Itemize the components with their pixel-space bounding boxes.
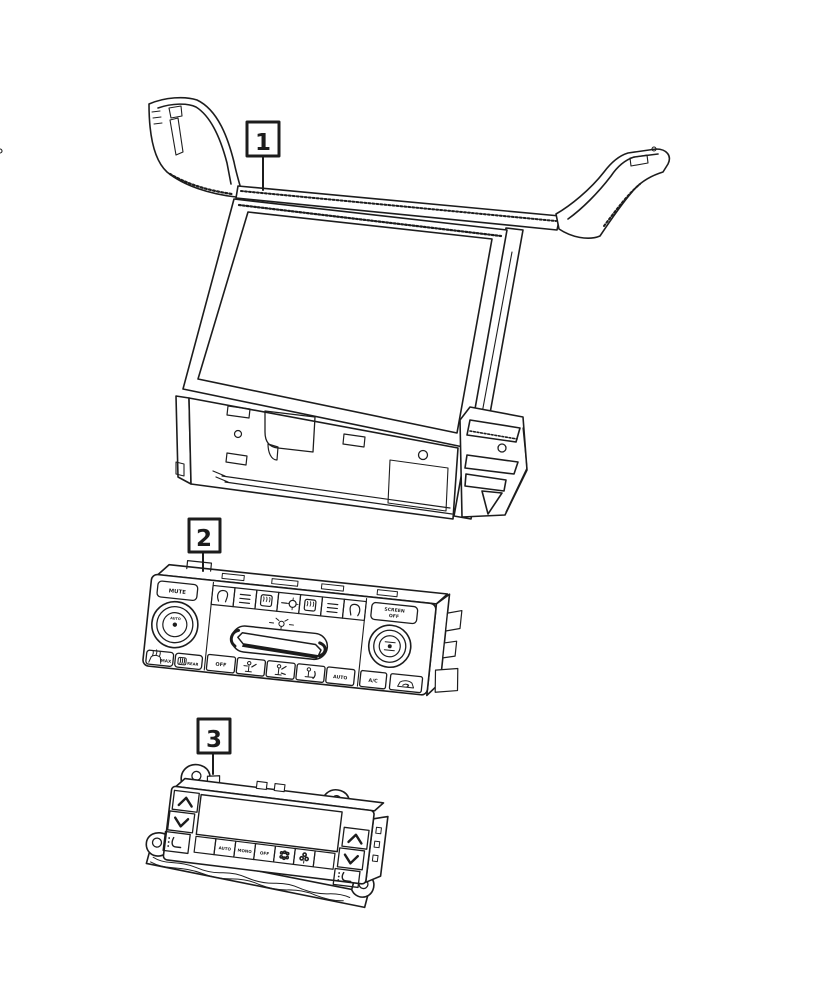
callout-1-number: 1 [255, 130, 271, 156]
seat-heat-icon [337, 872, 351, 882]
part-2-climate-control: MUTE AUTO MAX REAR [142, 557, 468, 698]
top-rail [236, 186, 560, 230]
defrost-grid-icon [280, 851, 289, 860]
fan-flower-icon [300, 853, 309, 864]
unit3-off-label: OFF [260, 850, 270, 856]
volume-knob: AUTO [150, 599, 201, 650]
right-mounting-hook-bracket [0, 147, 669, 238]
vent-panel-button [236, 657, 266, 676]
fan-icon [269, 618, 294, 630]
screw-hole [235, 431, 242, 438]
ac-button [359, 670, 387, 689]
ac-label: A/C [368, 678, 378, 685]
rear-defrost-icon [178, 657, 187, 665]
seat-heat-left-icon [217, 590, 228, 602]
level-bars-icon [327, 604, 338, 613]
seat-heat-right-icon [349, 604, 360, 616]
left-seat-heat-button [163, 832, 190, 854]
screen-off-label-1: SCREEN [384, 607, 405, 615]
knob-auto-label: AUTO [170, 616, 181, 621]
up-arrow-icon [179, 797, 193, 807]
callout-3-number: 3 [206, 727, 222, 753]
callout-1-box [247, 122, 279, 156]
mute-button [157, 581, 198, 601]
callout-3: 3 [198, 719, 230, 774]
vent-bilevel-icon [275, 664, 286, 675]
left-down-button [168, 811, 195, 833]
callout-2-number: 2 [196, 526, 212, 552]
rear-connectors [427, 593, 468, 699]
off-label: OFF [215, 662, 227, 669]
callout-2: 2 [189, 519, 220, 571]
screen-off-button [370, 602, 418, 624]
vent-floor-icon [305, 667, 316, 678]
rear-defrost-button [174, 653, 202, 670]
center-vent-display [230, 614, 330, 661]
level-bars-icon [240, 594, 251, 603]
vent-panel-icon [243, 661, 256, 672]
vent-bilevel-button [266, 661, 296, 680]
auto-label: AUTO [333, 674, 348, 681]
mute-label: MUTE [168, 588, 186, 596]
rear-label: REAR [187, 661, 199, 667]
seat-heat-icon [167, 837, 182, 848]
defrost-max-icon [149, 649, 162, 663]
right-up-button [342, 827, 369, 849]
down-arrow-icon [174, 818, 188, 828]
slot-hole [227, 406, 250, 418]
part-3-aux-control-panel: AUTO MONO OFF [142, 760, 392, 909]
heated-seat-icon [304, 599, 316, 611]
bolt-hole [498, 444, 506, 452]
auto-button [326, 667, 356, 686]
up-arrow-icon [348, 834, 362, 844]
down-arrow-icon [344, 855, 358, 865]
temp-fan-icon [281, 597, 299, 611]
unit3-auto-label: AUTO [218, 845, 231, 852]
right-down-button [337, 848, 364, 870]
part-1-display-unit [0, 98, 669, 519]
left-up-button [172, 790, 199, 812]
unit3-display [196, 795, 342, 852]
unit3-mono-label: MONO [237, 847, 252, 854]
off-button [206, 654, 236, 673]
vent-floor-button [296, 664, 326, 683]
left-mounting-hook-bracket [149, 98, 241, 197]
callout-2-box [189, 519, 220, 552]
unit2-bottom-button-row [206, 654, 355, 685]
right-lower-bracket [460, 407, 527, 517]
mounting-chassis [176, 396, 458, 519]
callout-3-box [198, 719, 230, 753]
right-seat-heat-button [333, 868, 360, 887]
recirculation-icon [398, 680, 415, 688]
slot-hole [343, 434, 365, 447]
screen-off-label-2: OFF [389, 613, 400, 620]
unit2-top-button-row [211, 585, 366, 620]
recirculation-button [389, 674, 422, 693]
unit3-bottom-button-row [194, 836, 335, 869]
screw-hole [419, 451, 428, 460]
slot-hole [226, 453, 247, 465]
temperature-knob [367, 623, 413, 669]
callout-1: 1 [247, 122, 279, 190]
max-label: MAX [160, 658, 172, 664]
heated-seat-icon [260, 595, 272, 607]
